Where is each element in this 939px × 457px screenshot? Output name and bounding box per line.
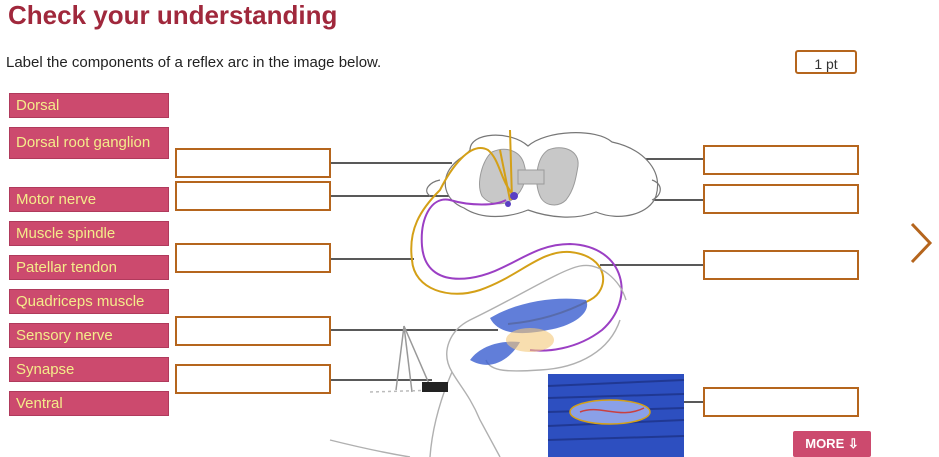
muscle-spindle-inset: [547, 374, 685, 457]
drop-zone-5[interactable]: [175, 364, 331, 394]
drop-zone-6[interactable]: [703, 145, 859, 175]
page-title: Check your understanding: [8, 0, 338, 30]
label-chip-muscle-spindle[interactable]: Muscle spindle: [9, 221, 169, 246]
arrow-down-icon: ⇩: [847, 436, 859, 451]
quadriceps-muscle: [470, 298, 588, 365]
drop-zone-8[interactable]: [703, 250, 859, 280]
chevron-right-icon[interactable]: [906, 220, 934, 266]
more-button[interactable]: MORE ⇩: [793, 431, 871, 457]
drop-zone-4[interactable]: [175, 316, 331, 346]
sensory-nerve-path: [410, 147, 605, 325]
label-chip-dorsal[interactable]: Dorsal: [9, 93, 169, 118]
label-chip-sensory-nerve[interactable]: Sensory nerve: [9, 323, 169, 348]
label-chip-quadriceps-muscle[interactable]: Quadriceps muscle: [9, 289, 169, 314]
drop-zone-2[interactable]: [175, 181, 331, 211]
reflex-hammer: [369, 325, 448, 393]
label-chip-motor-nerve[interactable]: Motor nerve: [9, 187, 169, 212]
label-chip-ventral[interactable]: Ventral: [9, 391, 169, 416]
label-chip-dorsal-root-ganglion[interactable]: Dorsal root ganglion: [9, 127, 169, 159]
more-label: MORE: [805, 436, 845, 451]
instruction-text: Label the components of a reflex arc in …: [6, 54, 382, 71]
drop-zone-7[interactable]: [703, 184, 859, 214]
drop-zone-1[interactable]: [175, 148, 331, 178]
points-badge: 1 pt: [795, 50, 857, 74]
motor-nerve-path: [420, 198, 623, 352]
label-chip-patellar-tendon[interactable]: Patellar tendon: [9, 255, 169, 280]
leg-outline: [329, 264, 627, 457]
drop-zone-9[interactable]: [703, 387, 859, 417]
drop-zone-3[interactable]: [175, 243, 331, 273]
label-chip-synapse[interactable]: Synapse: [9, 357, 169, 382]
synapse-dot: [510, 192, 518, 200]
